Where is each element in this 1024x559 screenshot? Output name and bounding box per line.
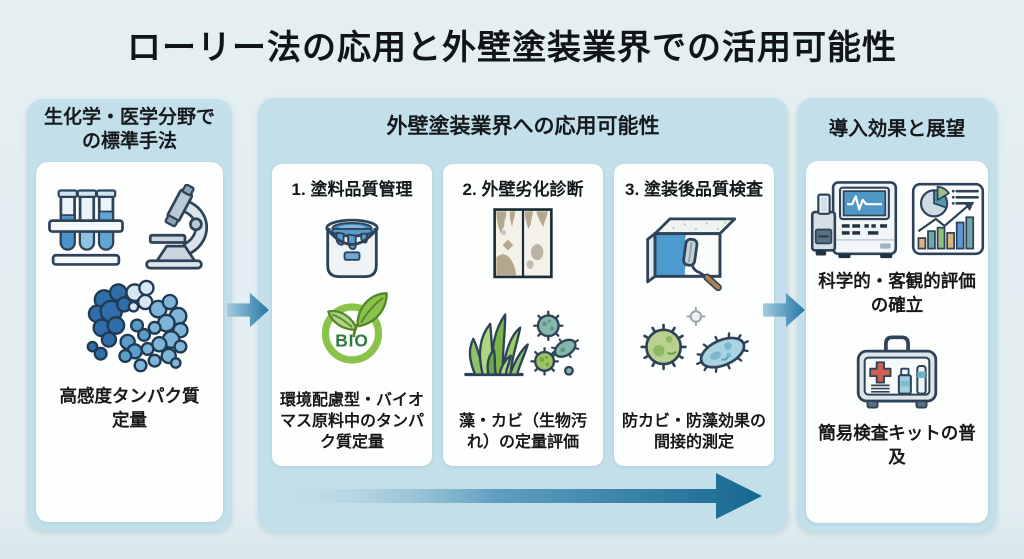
biochem-caption: 高感度タンパク質定量	[59, 386, 200, 430]
microscope-icon	[144, 184, 208, 270]
card-post-paint-inspection: 3. 塗装後品質検査	[614, 164, 774, 466]
flow-arrow-icon	[227, 292, 269, 328]
card-title: 3. 塗装後品質検査	[625, 180, 763, 199]
card-caption: 防カビ・防藻効果の間接的測定	[621, 412, 766, 451]
panel-biochem-standard: 生化学・医学分野での標準手法	[27, 99, 232, 531]
card-wall-diagnosis: 2. 外壁劣化診断	[443, 164, 603, 466]
chart-report-icon	[911, 182, 984, 256]
test-kit-icon	[856, 335, 938, 409]
bio-leaf-badge-icon: BIO	[321, 292, 388, 364]
biochem-icon-row	[44, 184, 216, 270]
outcome-caption-evaluation: 科学的・客観的評価の確立	[818, 271, 976, 315]
panel-outcomes: 導入効果と展望	[797, 98, 997, 532]
panel-applications: 外壁塗装業界への応用可能性 1. 塗料品質管理	[258, 98, 788, 532]
panel-biochem-card: 高感度タンパク質定量	[36, 162, 223, 522]
card-title: 2. 外壁劣化診断	[462, 180, 584, 199]
stained-wall-icon	[493, 208, 553, 279]
painted-wall-roller-icon	[646, 217, 737, 292]
bio-label: BIO	[335, 330, 369, 350]
mold-microbes-icon	[640, 306, 749, 373]
flow-arrow-icon	[763, 292, 805, 328]
progress-arrow-icon	[278, 473, 762, 519]
panel-outcomes-card: 科学的・客観的評価の確立 簡易検査キットの普及	[806, 161, 988, 523]
outcomes-icon-row	[807, 177, 988, 261]
card-title: 1. 塗料品質管理	[291, 180, 413, 199]
paint-can-icon	[325, 218, 379, 279]
outcome-caption-kit: 簡易検査キットの普及	[818, 423, 976, 467]
application-cards: 1. 塗料品質管理	[272, 164, 774, 466]
panel-outcomes-header: 導入効果と展望	[828, 117, 966, 140]
card-caption: 藻・カビ（生物汚れ）の定量評価	[458, 412, 587, 451]
card-paint-quality: 1. 塗料品質管理	[272, 164, 432, 466]
page-title: ローリー法の応用と外壁塗装業界での活用可能性	[127, 29, 897, 67]
panel-applications-header: 外壁塗装業界への応用可能性	[386, 114, 660, 138]
algae-and-microbes-icon	[464, 310, 580, 377]
protein-molecules-icon	[86, 279, 189, 373]
analyzer-icon	[810, 181, 897, 259]
card-caption: 環境配慮型・バイオマス原料中のタンパク質定量	[279, 391, 424, 451]
panel-biochem-header: 生化学・医学分野での標準手法	[43, 106, 215, 152]
test-tubes-icon	[47, 189, 124, 266]
